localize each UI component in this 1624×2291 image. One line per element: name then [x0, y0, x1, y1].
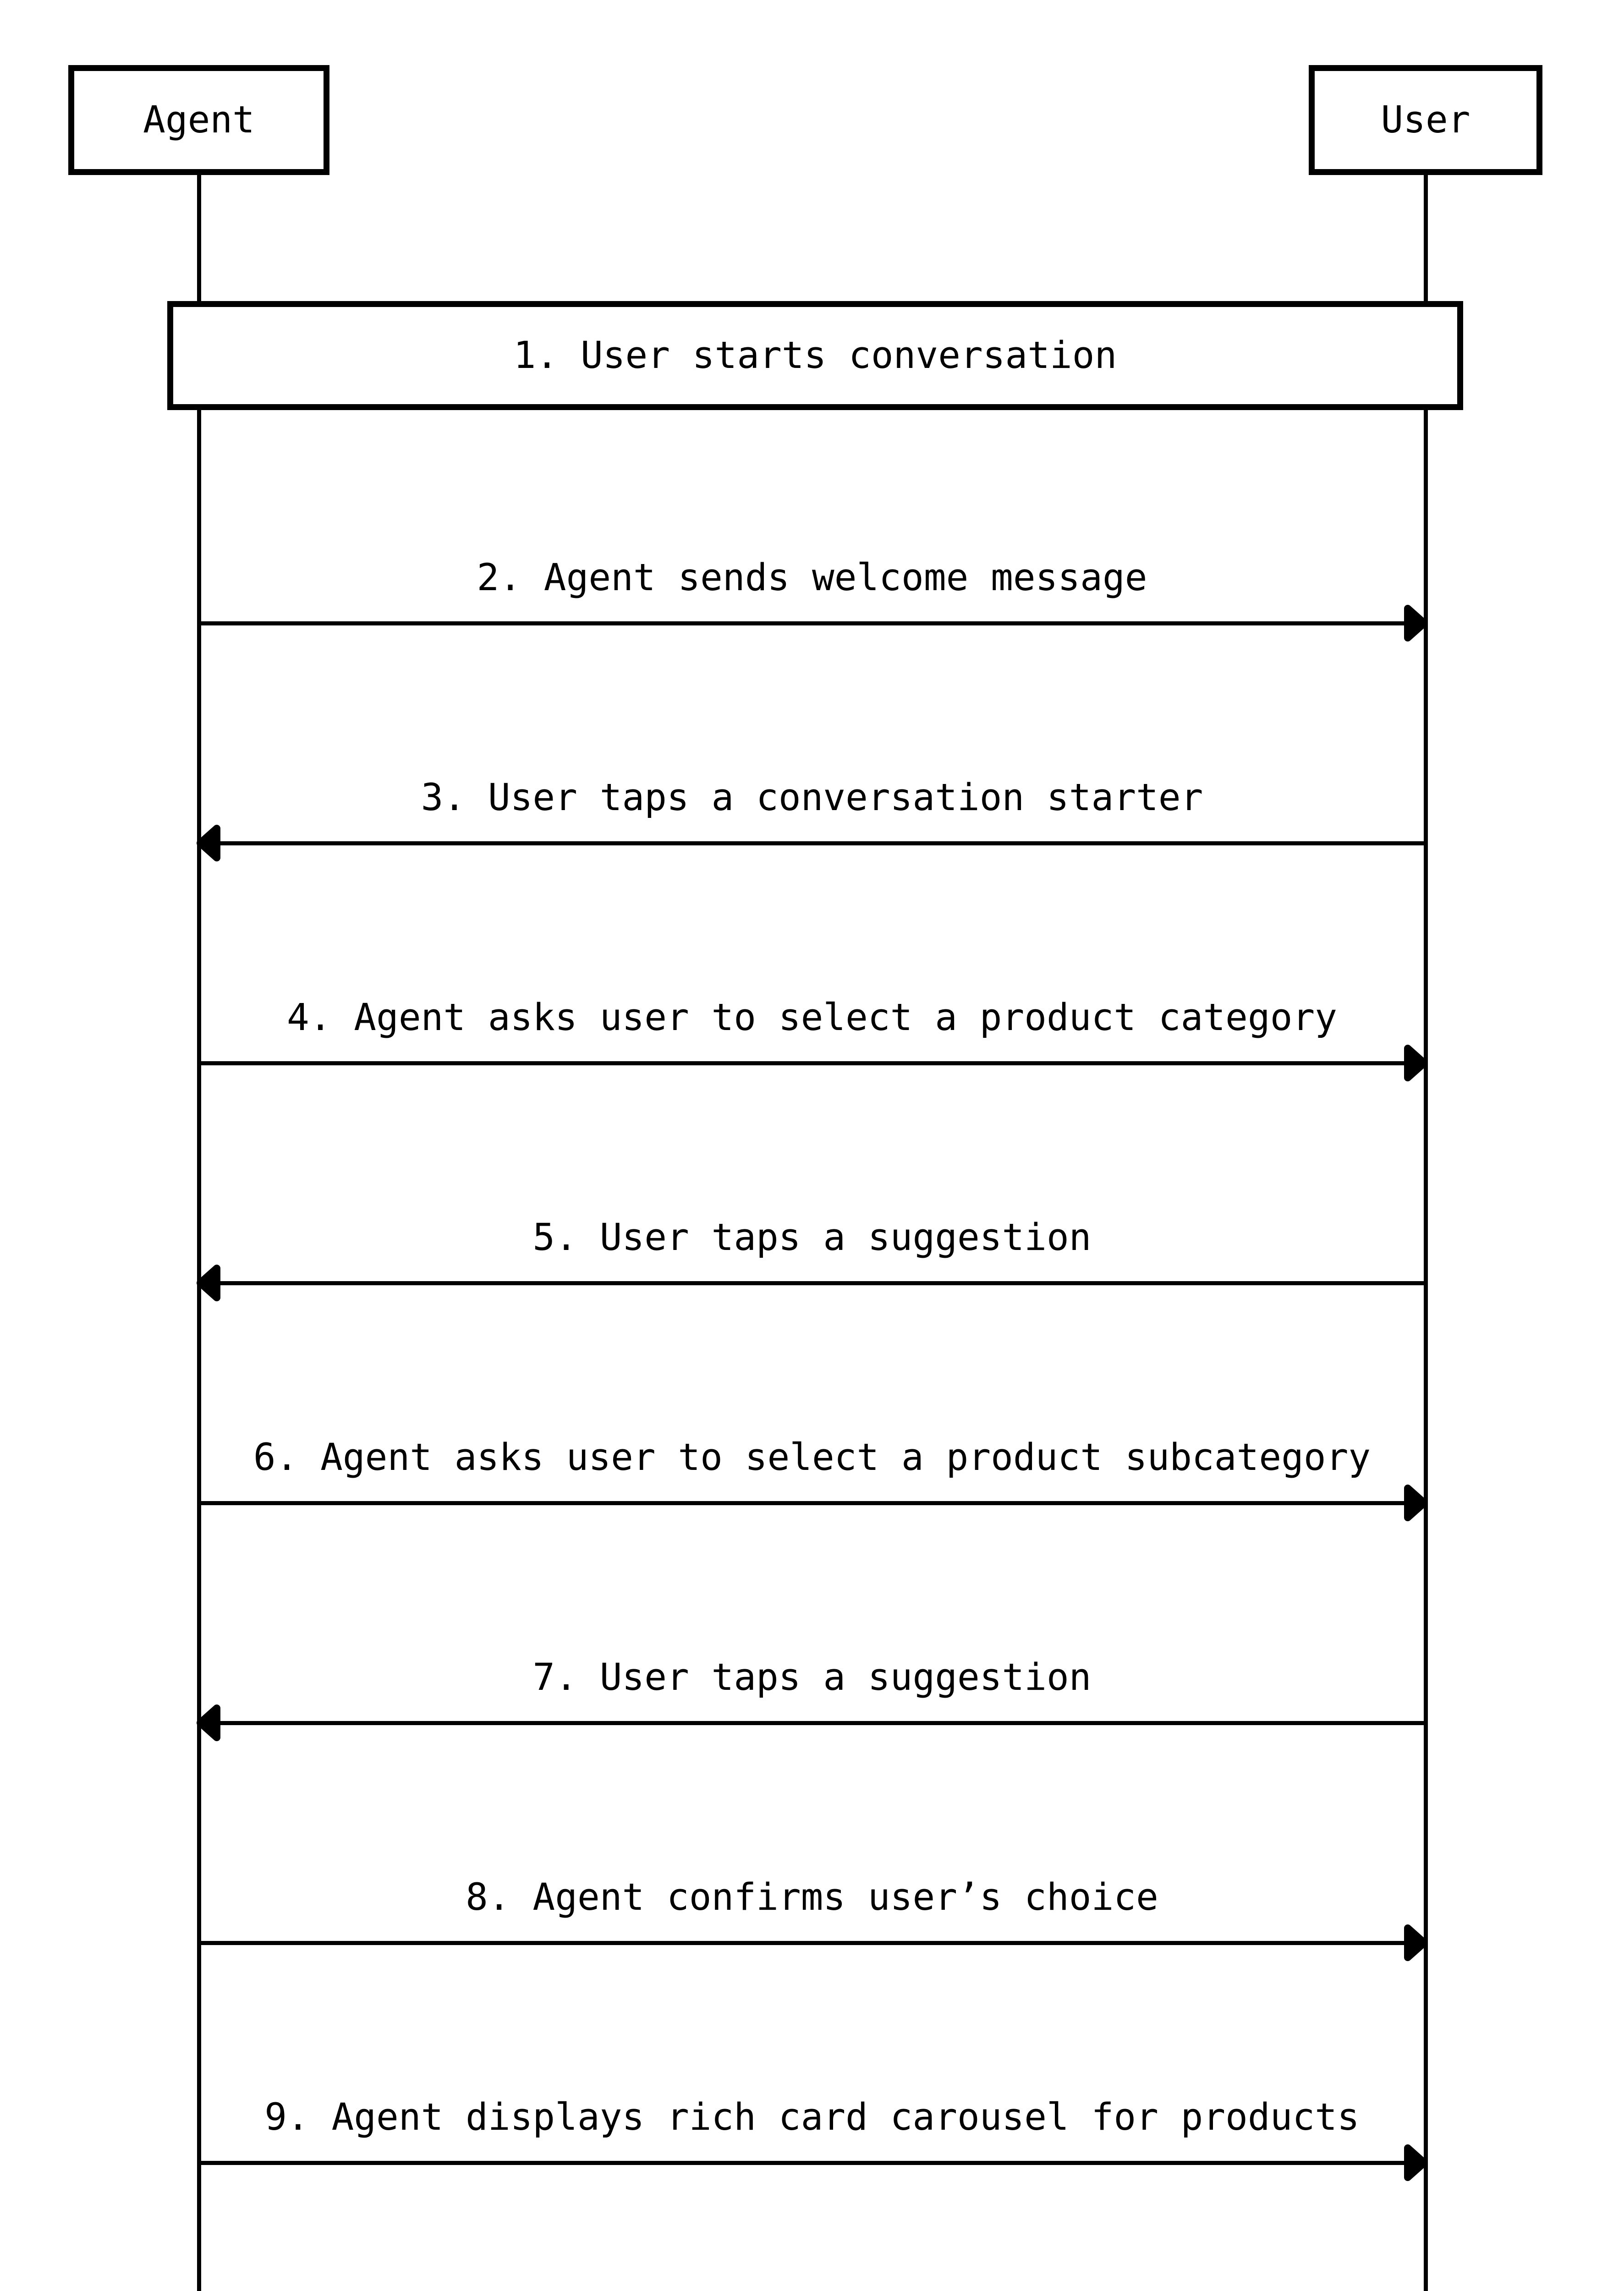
message-text-line: 7. User taps a suggestion: [532, 1656, 1092, 1699]
message-text-line: 4. Agent asks user to select a product c…: [286, 996, 1337, 1040]
message-text-line: 8. Agent confirms user’s choice: [466, 1876, 1158, 1919]
message-line: [199, 621, 1426, 625]
message-label: 2. Agent sends welcome message: [0, 556, 1624, 600]
message-line: [199, 841, 1426, 845]
message-line: [199, 1721, 1426, 1725]
message-text-line: 9. Agent displays rich card carousel for…: [264, 2096, 1360, 2139]
message-label: 5. User taps a suggestion: [0, 1216, 1624, 1260]
message-line: [199, 2161, 1426, 2165]
message-label: 3. User taps a conversation starter: [0, 776, 1624, 820]
message-label: 6. Agent asks user to select a product s…: [0, 1436, 1624, 1480]
message-label: 9. Agent displays rich card carousel for…: [0, 2096, 1624, 2140]
note-step-1: 1. User starts conversation: [167, 301, 1463, 410]
arrow-right-icon: [1404, 1924, 1428, 1961]
message-line: [199, 1281, 1426, 1285]
arrow-left-icon: [197, 825, 220, 861]
note-step-1-text: 1. User starts conversation: [513, 334, 1117, 377]
arrow-left-icon: [197, 1705, 220, 1741]
arrow-right-icon: [1404, 2144, 1428, 2181]
arrow-right-icon: [1404, 605, 1428, 641]
message-label: 4. Agent asks user to select a product c…: [0, 996, 1624, 1040]
actor-user-label: User: [1381, 99, 1470, 142]
message-text-line: 6. Agent asks user to select a product s…: [253, 1436, 1371, 1480]
message-line: [199, 1501, 1426, 1505]
message-label: 7. User taps a suggestion: [0, 1656, 1624, 1700]
arrow-right-icon: [1404, 1045, 1428, 1081]
message-label: 8. Agent confirms user’s choice: [0, 1876, 1624, 1920]
message-text-line: 2. Agent sends welcome message: [477, 556, 1147, 600]
actor-box-user-top: User: [1309, 65, 1542, 175]
arrow-left-icon: [197, 1265, 220, 1301]
user-lifeline: [1424, 175, 1428, 2291]
message-line: [199, 1061, 1426, 1065]
arrow-right-icon: [1404, 1485, 1428, 1521]
agent-lifeline: [197, 175, 201, 2291]
actor-agent-label: Agent: [143, 99, 255, 142]
message-line: [199, 1941, 1426, 1945]
actor-box-agent-top: Agent: [68, 65, 329, 175]
message-text-line: 3. User taps a conversation starter: [421, 776, 1203, 820]
message-text-line: 5. User taps a suggestion: [532, 1216, 1092, 1260]
